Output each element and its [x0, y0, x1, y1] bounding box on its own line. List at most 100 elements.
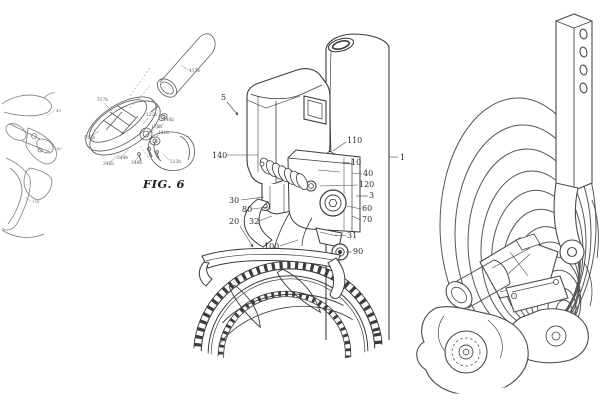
hanger-knuckle [559, 239, 585, 265]
battery-bevel-line [246, 95, 301, 109]
ref-label-513b: 513b [170, 160, 181, 165]
leader-line-512b [91, 130, 100, 137]
leader-line-348b [134, 154, 140, 162]
post-hole [579, 28, 588, 40]
ref-label-348b: 348b [131, 161, 142, 166]
small-ring-teeth [218, 291, 351, 365]
leader-line-5 [226, 101, 239, 116]
leader-line-10 [341, 161, 351, 164]
post-hole [579, 46, 588, 58]
bolt-120-core [308, 183, 314, 189]
motor-cylinder-endarc [493, 259, 511, 285]
bolt-90-core [337, 249, 343, 255]
leader-line-344b [121, 149, 129, 157]
bar-tube-top-arc [198, 33, 216, 53]
mech-detail-line [317, 169, 341, 173]
leader-line-100 [279, 239, 299, 247]
ref-label-40: 40 [56, 108, 62, 113]
leader-line-40 [46, 109, 56, 117]
leader-line-517b [103, 102, 113, 112]
ref-label-120: 120 [359, 180, 374, 189]
edge-plate-arc-2 [583, 261, 593, 307]
leader-line-417b [180, 64, 189, 71]
housing-line-1 [491, 247, 531, 269]
explode-axis-1 [129, 67, 151, 97]
big-ring-tips [193, 260, 383, 365]
post-hole [579, 82, 588, 94]
bar-tube-upper-line [159, 37, 200, 83]
leader-line-140 [45, 147, 54, 152]
edge-plate-arc-1 [591, 199, 599, 259]
big-ring-teeth [193, 261, 383, 365]
spider-blade-1 [276, 268, 322, 314]
leader-line-30 [240, 196, 265, 201]
spring-coil [296, 173, 308, 190]
cover-cup-outline [147, 131, 196, 172]
parallelogram-link [505, 275, 569, 313]
explode-axis-3 [139, 145, 151, 161]
hanger-post [553, 13, 599, 307]
pod-housing-outer [85, 96, 157, 152]
screw-1 [148, 149, 153, 158]
pod-strut-4 [105, 111, 123, 131]
ref-label-417b: 417b [189, 69, 200, 74]
left-partial-figure [1, 92, 57, 238]
ref-label-20: 20 [229, 217, 239, 226]
ref-label-40: 40 [363, 169, 373, 178]
pivot-pin [150, 105, 159, 113]
housing-x-2 [507, 253, 531, 275]
seat-tube-opening [327, 37, 355, 53]
left-barrel-end [5, 123, 27, 141]
leader-line-121b [152, 134, 160, 139]
fd-cage [198, 247, 346, 299]
gear-ring-outer [139, 127, 153, 141]
motor-cylinder-bore [451, 286, 467, 304]
leader-line-60 [346, 205, 362, 210]
pod-strut-5 [119, 115, 139, 137]
battery-latch [303, 95, 327, 125]
ref-label-148b: 148b [163, 118, 174, 123]
right-figure [416, 13, 599, 394]
ref-label-100: 100 [264, 242, 279, 251]
left-ring-arc [1, 229, 45, 238]
left-barrel-top [9, 123, 41, 140]
pulley-bolt [462, 348, 470, 356]
fd-linkage [243, 198, 349, 261]
battery-latch-inner [307, 99, 323, 120]
bar-tube-lower-line [175, 51, 214, 95]
mode-button-block [515, 233, 541, 251]
screw-3-head [137, 152, 141, 156]
spring-end [259, 161, 265, 167]
ref-label-80: 80 [242, 205, 252, 214]
p-knuckle-bolt [551, 331, 561, 341]
left-clamp-body [25, 127, 57, 165]
ref-label-31: 31 [347, 231, 357, 240]
return-spring [259, 157, 308, 190]
ref-label-512b: 512b [84, 136, 95, 141]
ref-label-140: 140 [212, 151, 227, 160]
ref-label-5: 5 [221, 93, 226, 102]
leader-line-178b [148, 129, 154, 135]
cover-cup-depth [179, 135, 190, 161]
big-ring-root [200, 268, 376, 365]
cage-band-inner [205, 253, 339, 262]
left-cage-outer [1, 157, 31, 231]
big-ring-rail-1 [207, 275, 369, 365]
pod-strut-2 [109, 111, 131, 127]
small-ring-root [223, 296, 346, 365]
leader-line-513b [162, 153, 170, 161]
arm-edge-1 [273, 211, 291, 251]
spider-arc-1 [222, 293, 344, 324]
fig6-exploded-view [85, 33, 216, 172]
leader-line-31 [334, 234, 347, 237]
leader-line-346b [109, 155, 119, 163]
post-hole [579, 64, 588, 76]
leader-line-120 [319, 184, 359, 187]
battery-top-rim [250, 84, 323, 100]
ref-label-150: 150 [32, 199, 40, 204]
chainrings [193, 260, 383, 365]
spider-blade-2 [228, 285, 261, 329]
